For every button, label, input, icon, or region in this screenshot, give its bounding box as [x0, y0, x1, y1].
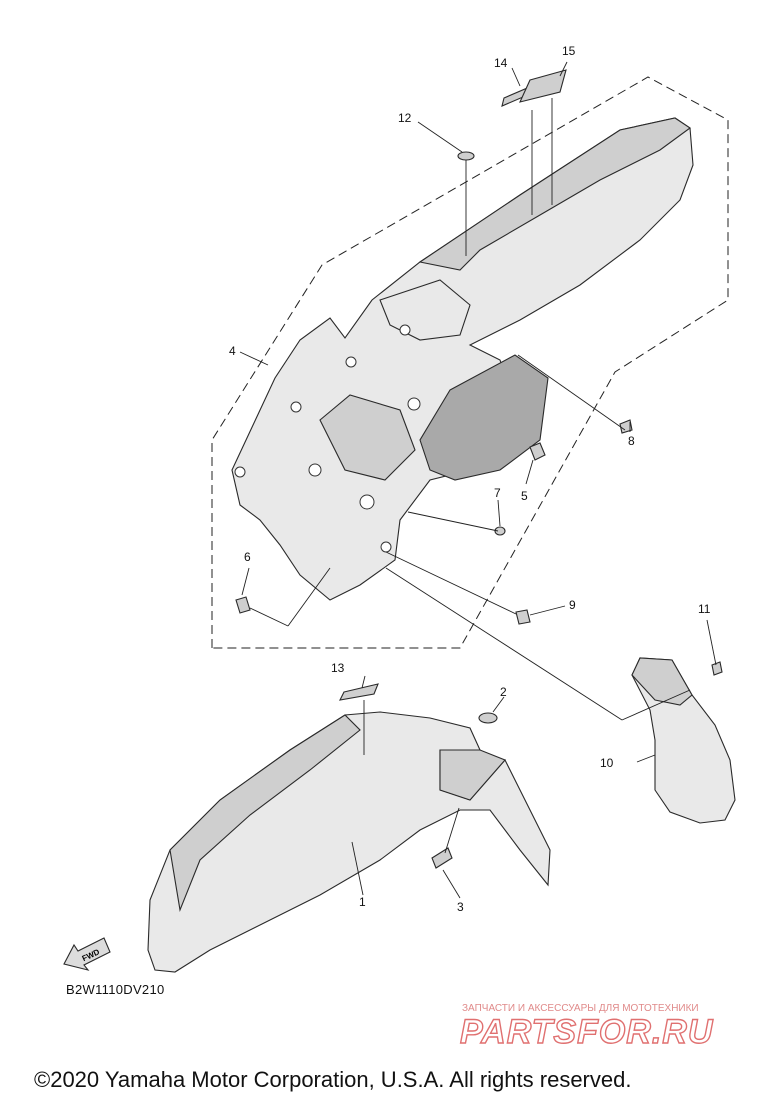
callout-labels: 1 2 3 4 5 6 7 8 9 10 11 12 13 14 15: [229, 44, 711, 914]
callout-2: 2: [500, 685, 507, 699]
callout-4: 4: [229, 344, 236, 358]
part-15-emblem: [519, 69, 567, 103]
part-11-bolt: [711, 661, 723, 676]
callout-3: 3: [457, 900, 464, 914]
watermark-brand: PARTSFOR.RU: [460, 1013, 714, 1051]
callout-11: 11: [698, 602, 711, 616]
part-2-clip: [478, 712, 498, 724]
callout-8: 8: [628, 434, 635, 448]
callout-10: 10: [600, 756, 614, 770]
part-9-nut: [515, 609, 531, 625]
part-1-front-fender: [147, 711, 551, 973]
callout-5: 5: [521, 489, 528, 503]
part-3-bolt: [431, 847, 453, 869]
part-6-nut: [235, 596, 251, 614]
part-8-bolt: [619, 419, 633, 434]
callout-1: 1: [359, 895, 366, 909]
leader-lines: [239, 61, 717, 899]
part-5-nut: [529, 442, 546, 461]
callout-13: 13: [331, 661, 345, 675]
part-12-plate: [457, 151, 475, 161]
part-4-inner-fender: [231, 117, 694, 601]
callout-14: 14: [494, 56, 508, 70]
callout-9: 9: [569, 598, 576, 612]
callout-15: 15: [562, 44, 576, 58]
forward-arrow-icon: FWD: [63, 937, 111, 971]
watermark-tagline: ЗАПЧАСТИ И АКСЕССУАРЫ ДЛЯ МОТОТЕХНИКИ: [462, 1003, 699, 1014]
part-10-fork-guard: [631, 657, 736, 824]
part-13-label: [339, 683, 379, 701]
part-7-washer: [494, 526, 506, 536]
callout-6: 6: [244, 550, 251, 564]
callout-7: 7: [494, 486, 501, 500]
callout-12: 12: [398, 111, 412, 125]
copyright-notice: ©2020 Yamaha Motor Corporation, U.S.A. A…: [34, 1067, 632, 1092]
assembly-boundary: [211, 76, 729, 649]
diagram-code: B2W1110DV210: [66, 982, 165, 997]
